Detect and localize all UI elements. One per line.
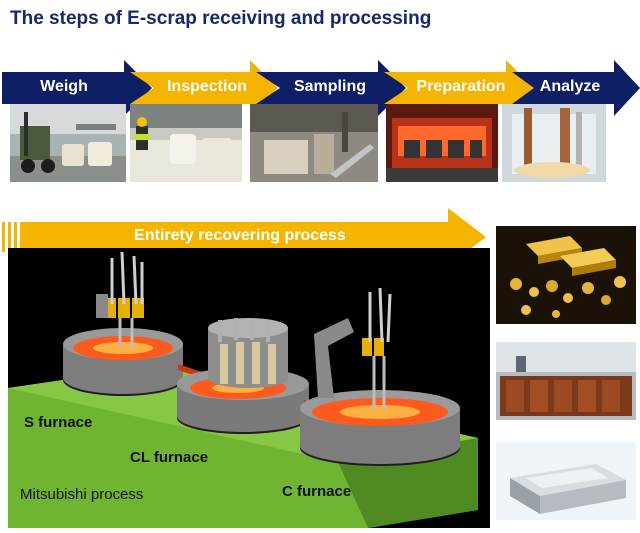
weigh-photo bbox=[10, 104, 126, 182]
step-weigh: Weigh bbox=[2, 60, 152, 116]
analyze-photo bbox=[502, 104, 606, 182]
s-furnace-icon bbox=[63, 251, 183, 396]
step-weigh-label: Weigh bbox=[40, 78, 88, 95]
step-inspection: Inspection bbox=[130, 60, 278, 116]
banner-label: Entirety recovering process bbox=[134, 227, 346, 244]
step-preparation-label: Preparation bbox=[416, 78, 506, 95]
gold-products-photo bbox=[496, 226, 636, 324]
preparation-photo bbox=[386, 104, 498, 182]
step-analyze-label: Analyze bbox=[539, 78, 601, 95]
sampling-photo bbox=[250, 104, 378, 182]
step-preparation: Preparation bbox=[384, 60, 534, 116]
copper-anodes-photo bbox=[496, 342, 636, 420]
inspection-photo bbox=[130, 104, 242, 182]
cl-furnace-label: CL furnace bbox=[130, 449, 209, 466]
step-sampling: Sampling bbox=[256, 60, 406, 116]
c-furnace-icon bbox=[300, 287, 460, 466]
mitsubishi-process-label: Mitsubishi process bbox=[20, 486, 144, 503]
step-sampling-label: Sampling bbox=[293, 78, 366, 95]
page-title: The steps of E-scrap receiving and proce… bbox=[10, 8, 432, 29]
silver-ingot-photo bbox=[496, 442, 636, 520]
s-furnace-label: S furnace bbox=[24, 414, 93, 431]
step-analyze: Analyze bbox=[512, 60, 640, 116]
c-furnace-label: C furnace bbox=[282, 483, 352, 500]
cl-furnace-icon bbox=[177, 318, 309, 434]
step-inspection-label: Inspection bbox=[166, 78, 247, 95]
furnace-plant-illustration bbox=[8, 248, 490, 528]
